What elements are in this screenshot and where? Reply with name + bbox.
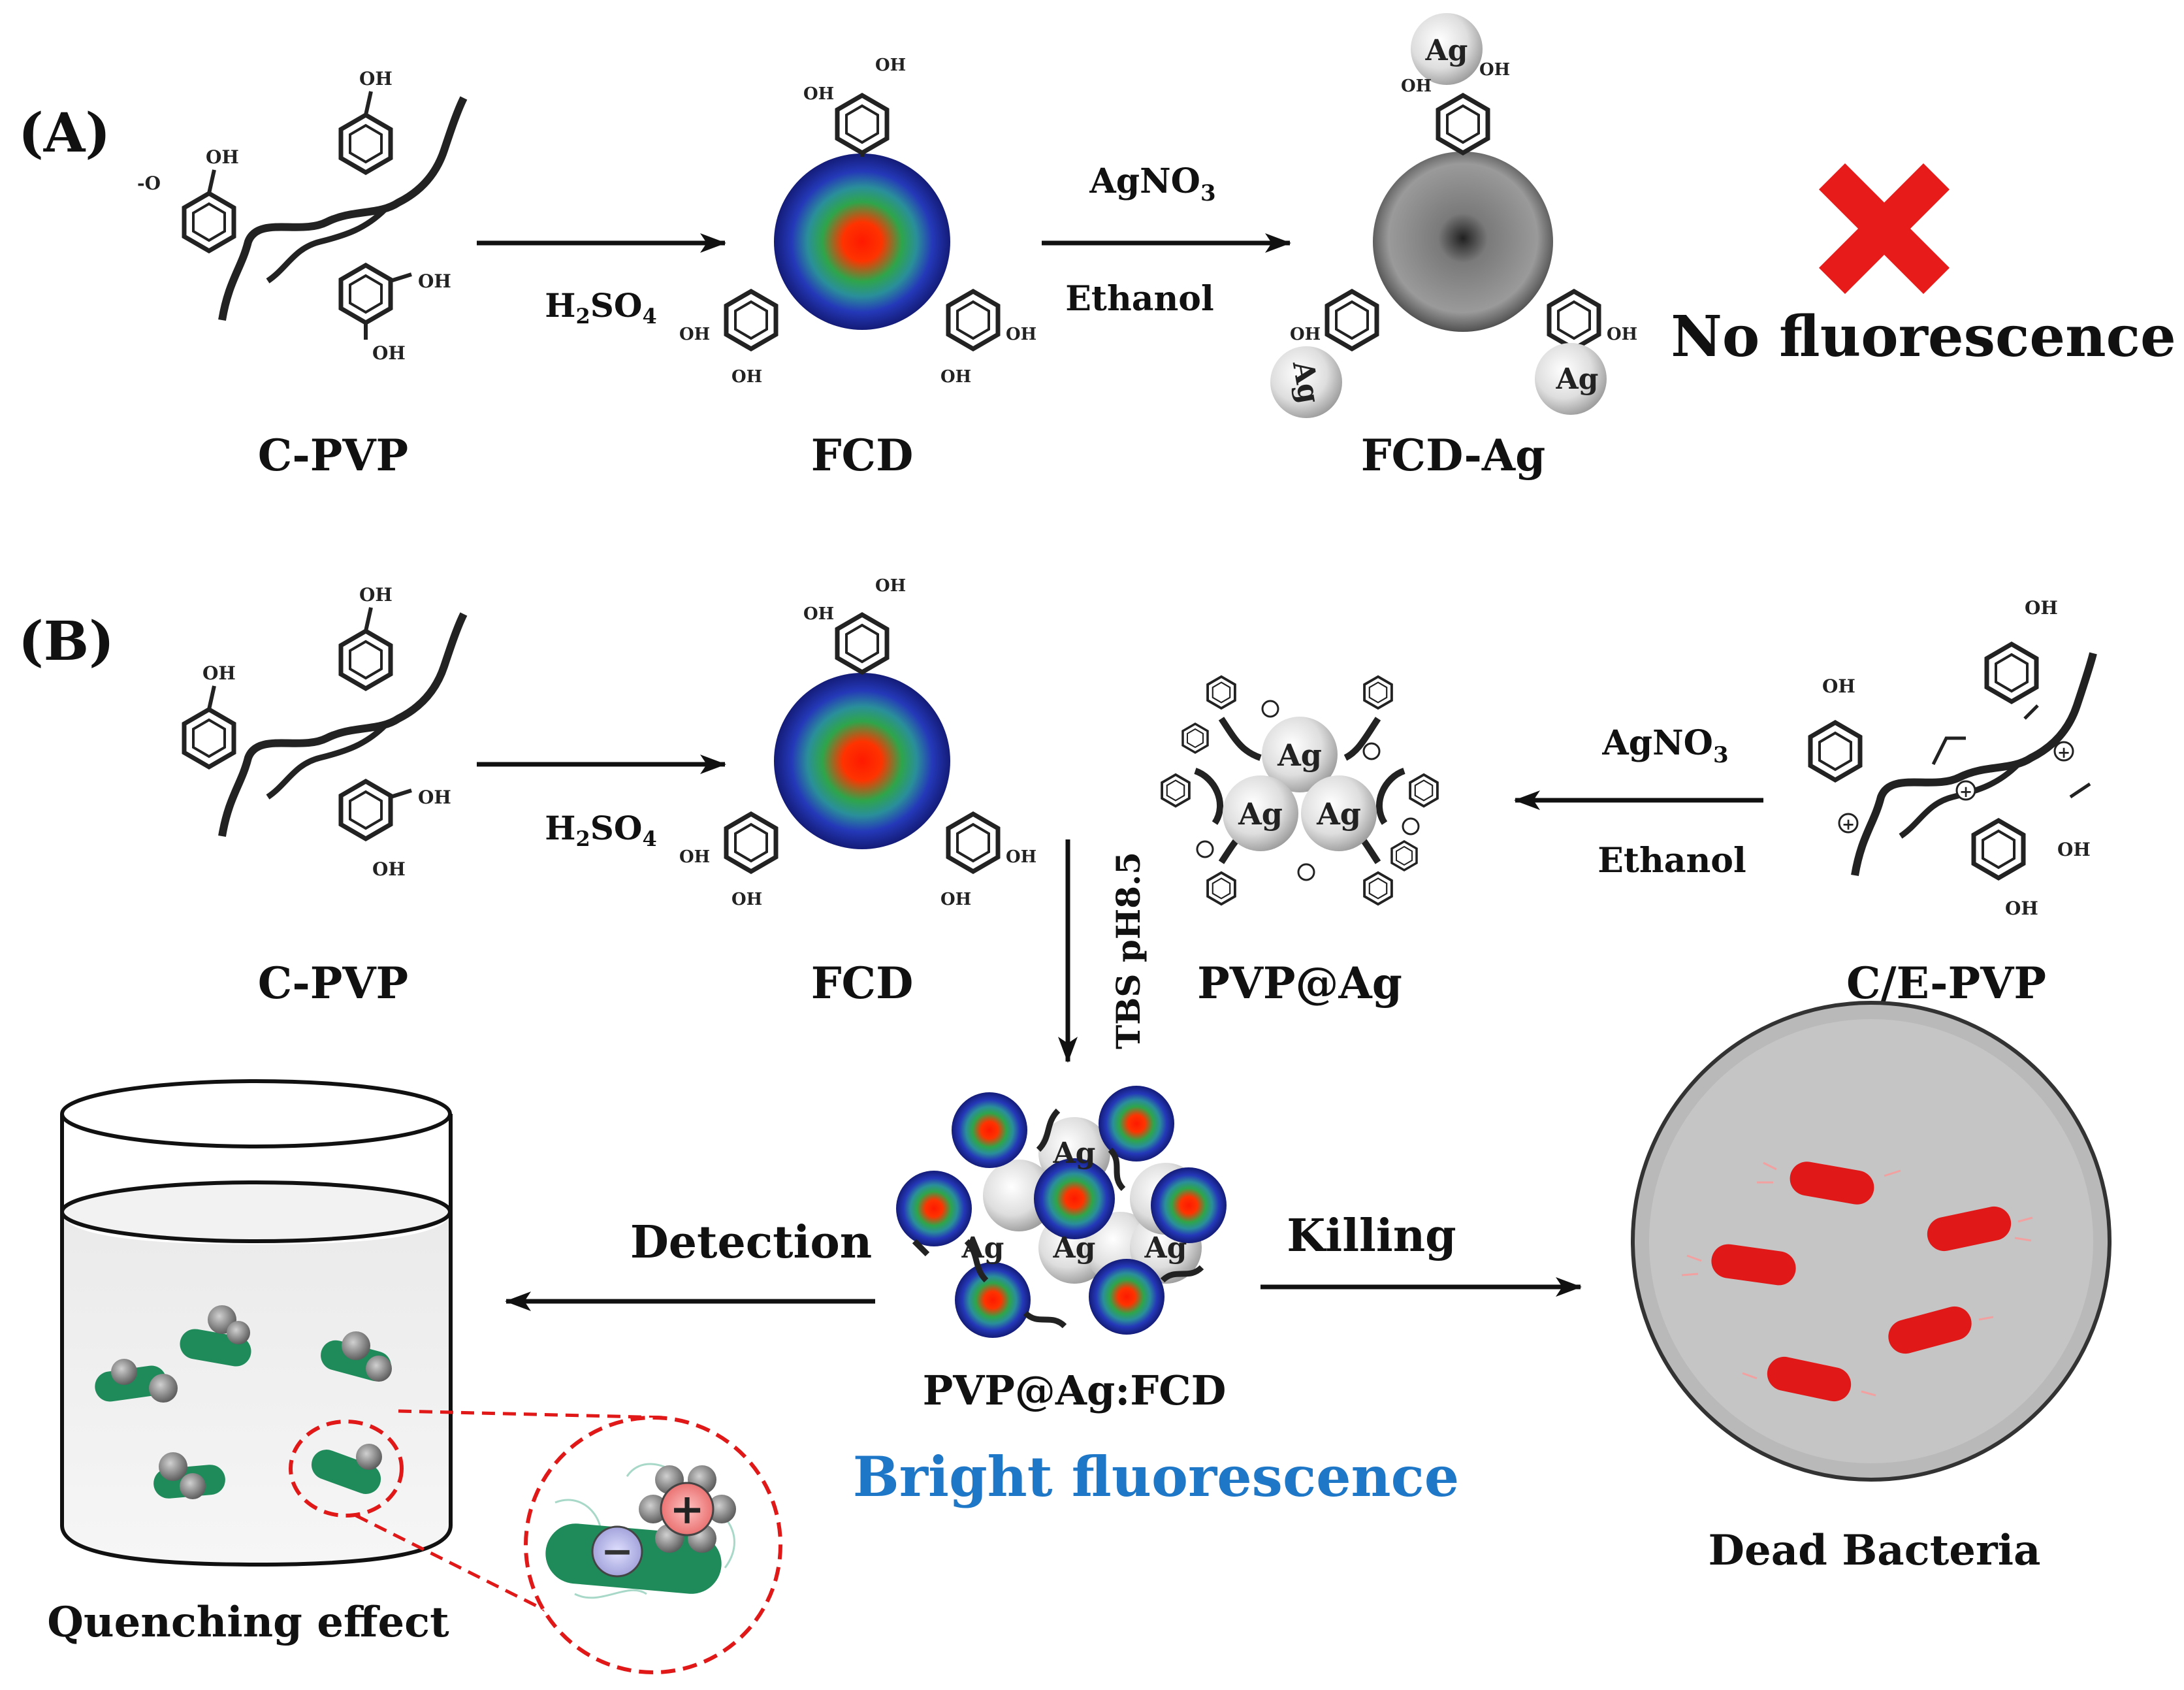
fcd-label-a: FCD <box>811 430 914 481</box>
oh-label: OH <box>803 604 834 624</box>
oh-label: OH <box>1290 325 1321 344</box>
cpvp-molecule-b: OH OH OH OH <box>184 584 468 880</box>
ce-pvp-molecule: + + + OH OH OH OH <box>1810 597 2097 919</box>
ag-label: Ag <box>1238 796 1283 832</box>
ag-label: Ag <box>1144 1231 1187 1265</box>
ag-label: Ag <box>1053 1137 1096 1170</box>
oh-label: OH <box>2025 597 2058 619</box>
beaker-bacterium <box>95 1359 178 1403</box>
oh-label: OH <box>206 146 239 168</box>
dead-bacterium <box>1888 1306 1972 1354</box>
cpvp-label-b: C-PVP <box>258 958 408 1009</box>
quenching-label: Quenching effect <box>47 1598 449 1647</box>
svg-text:-O: -O <box>137 172 161 194</box>
petri-dish <box>1631 1001 2112 1482</box>
ag-label: Ag <box>1277 738 1322 773</box>
fcd-ag-label: FCD-Ag <box>1361 430 1546 481</box>
ag-label: Ag <box>1286 358 1326 406</box>
panel-b-label: (B) <box>18 610 114 673</box>
beaker <box>60 1079 453 1567</box>
dead-bacterium <box>1927 1206 2012 1252</box>
plus-charge: + <box>669 1485 705 1534</box>
cpvp-molecule-a: -O OH OH OH OH <box>137 68 468 364</box>
reagent-agno3-b: AgNO3 <box>1601 723 1728 768</box>
reagent-h2so4-a: H2SO4 <box>545 286 656 329</box>
plus-charge: + <box>1959 782 1972 801</box>
oh-label: OH <box>875 56 906 75</box>
oh-label: OH <box>202 662 236 684</box>
plus-charge: + <box>1842 815 1855 834</box>
beaker-bacterium <box>180 1305 251 1367</box>
oh-label: OH <box>359 68 393 89</box>
no-fluorescence-cross-icon <box>1819 163 1950 294</box>
oh-label: OH <box>679 847 710 867</box>
oh-label: OH <box>1479 60 1510 80</box>
beaker-bacterium <box>311 1444 382 1494</box>
buffer-label: TBS pH8.5 <box>1109 852 1148 1049</box>
oh-label: OH <box>731 890 762 909</box>
oh-label: OH <box>2057 839 2091 860</box>
pvp-ag-particle: Ag Ag Ag <box>1161 675 1439 906</box>
beaker-bacterium <box>153 1452 225 1499</box>
fcd-label-b: FCD <box>811 958 914 1009</box>
oh-label: OH <box>418 270 451 292</box>
dead-bacterium <box>1767 1356 1852 1402</box>
ag-label: Ag <box>1053 1231 1096 1265</box>
ag-label: Ag <box>1556 363 1599 396</box>
ag-label: Ag <box>961 1231 1004 1265</box>
ce-pvp-label: C/E-PVP <box>1846 958 2046 1009</box>
detection-label: Detection <box>630 1216 872 1269</box>
beaker-bacterium <box>321 1331 392 1382</box>
no-fluorescence-label: No fluorescence <box>1671 304 2176 370</box>
oh-label: OH <box>2005 898 2038 919</box>
killing-label: Killing <box>1287 1210 1456 1262</box>
reagent-h2so4-b: H2SO4 <box>545 809 656 851</box>
reagent-ethanol-a: Ethanol <box>1065 279 1213 319</box>
pvp-ag-fcd-composite: Ag Ag Ag Ag <box>896 1086 1227 1338</box>
oh-label: OH <box>418 787 451 808</box>
composite-label: PVP@Ag:FCD <box>923 1367 1227 1414</box>
oh-label: OH <box>1006 325 1036 344</box>
cpvp-label-a: C-PVP <box>258 430 408 481</box>
oh-label: OH <box>940 367 971 387</box>
oh-label: OH <box>679 325 710 344</box>
dead-bacterium <box>1711 1244 1796 1286</box>
minus-charge: − <box>601 1529 634 1574</box>
fcd-particle-a: OH OH OH OH OH OH <box>679 56 1036 387</box>
oh-label: OH <box>1401 76 1432 96</box>
fcd-ag-particle: Ag Ag Ag OH OH OH OH <box>1270 13 1637 418</box>
oh-label: OH <box>372 342 406 364</box>
zoom-callout: − + <box>289 1409 782 1674</box>
oh-label: OH <box>1822 675 1855 697</box>
fcd-particle-b: OH OH OH OH OH OH <box>679 576 1036 909</box>
oh-label: OH <box>940 890 971 909</box>
reagent-ethanol-b: Ethanol <box>1598 841 1746 881</box>
dead-bacterium <box>1790 1162 1874 1205</box>
oh-label: OH <box>875 576 906 596</box>
oh-label: OH <box>1607 325 1637 344</box>
oh-label: OH <box>1006 847 1036 867</box>
bright-fluorescence-label: Bright fluorescence <box>853 1444 1459 1509</box>
ag-label: Ag <box>1425 34 1468 67</box>
oh-label: OH <box>731 367 762 387</box>
ag-label: Ag <box>1316 796 1361 832</box>
oh-label: OH <box>372 858 406 880</box>
dead-bacteria-label: Dead Bacteria <box>1708 1526 2040 1575</box>
plus-charge: + <box>2057 743 2070 762</box>
pvp-ag-label: PVP@Ag <box>1197 958 1402 1009</box>
oh-label: OH <box>803 84 834 104</box>
oh-label: OH <box>359 584 393 606</box>
reagent-agno3-a: AgNO3 <box>1089 161 1215 206</box>
panel-a-label: (A) <box>18 102 110 165</box>
